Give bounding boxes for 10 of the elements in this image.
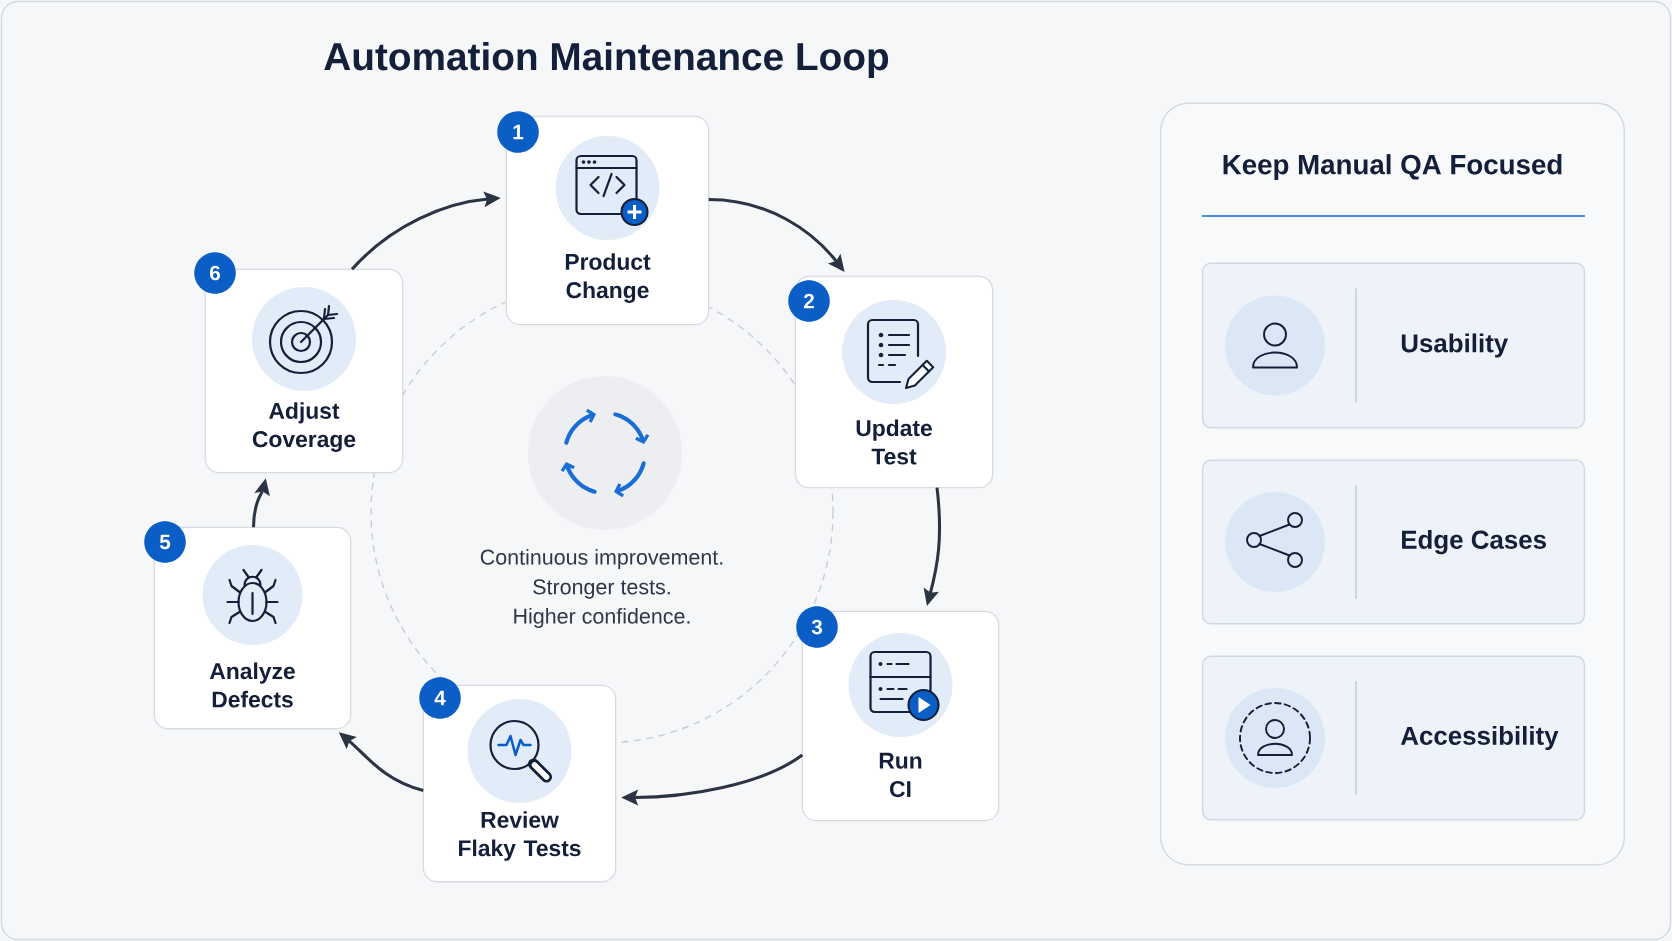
number-badge: 2 — [788, 280, 830, 322]
number-badge: 1 — [497, 111, 539, 153]
number-badge: 4 — [419, 677, 461, 719]
number-badge: 5 — [144, 521, 186, 563]
number-badge: 3 — [796, 606, 838, 648]
number-badge: 6 — [194, 252, 236, 294]
tagline-text: Continuous improvement. — [480, 549, 723, 569]
tagline-text: Stronger tests. — [533, 579, 670, 599]
title: Automation Maintenance Loop — [324, 41, 889, 79]
tagline-text: Higher confidence. — [514, 608, 690, 628]
